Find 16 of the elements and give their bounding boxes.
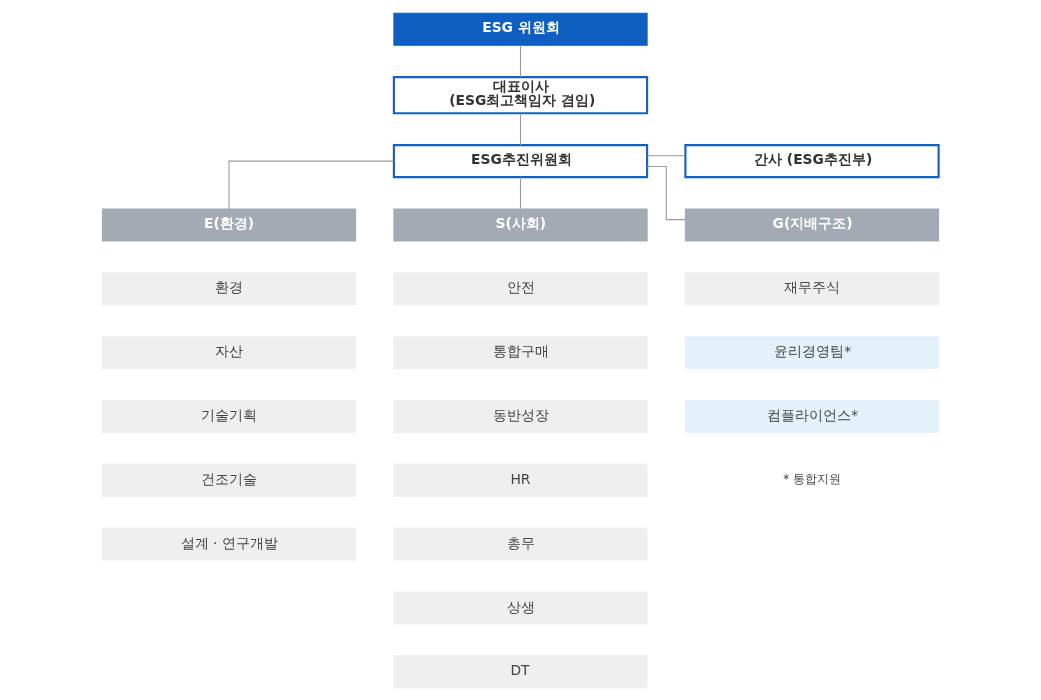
node-box: 대표이사 (ESG최고책임자 겸임) — [392, 75, 649, 114]
node-box: 컴플라이언스* — [684, 399, 940, 433]
node-box: G(지배구조) — [684, 208, 940, 241]
connector — [519, 112, 522, 146]
node-box: S(사회) — [393, 208, 648, 241]
label: * 통합지원 — [783, 471, 841, 486]
node-box: 윤리경영팀* — [684, 335, 940, 369]
connector — [646, 165, 686, 220]
node-box: E(환경) — [101, 208, 357, 241]
node-box: ESG추진위원회 — [392, 143, 649, 178]
node-box: ESG 위원회 — [393, 12, 648, 46]
connector — [646, 154, 686, 156]
node-box: 간사 (ESG추진부) — [684, 143, 940, 178]
connector — [519, 44, 522, 78]
connector — [228, 160, 395, 209]
connector — [519, 176, 522, 209]
